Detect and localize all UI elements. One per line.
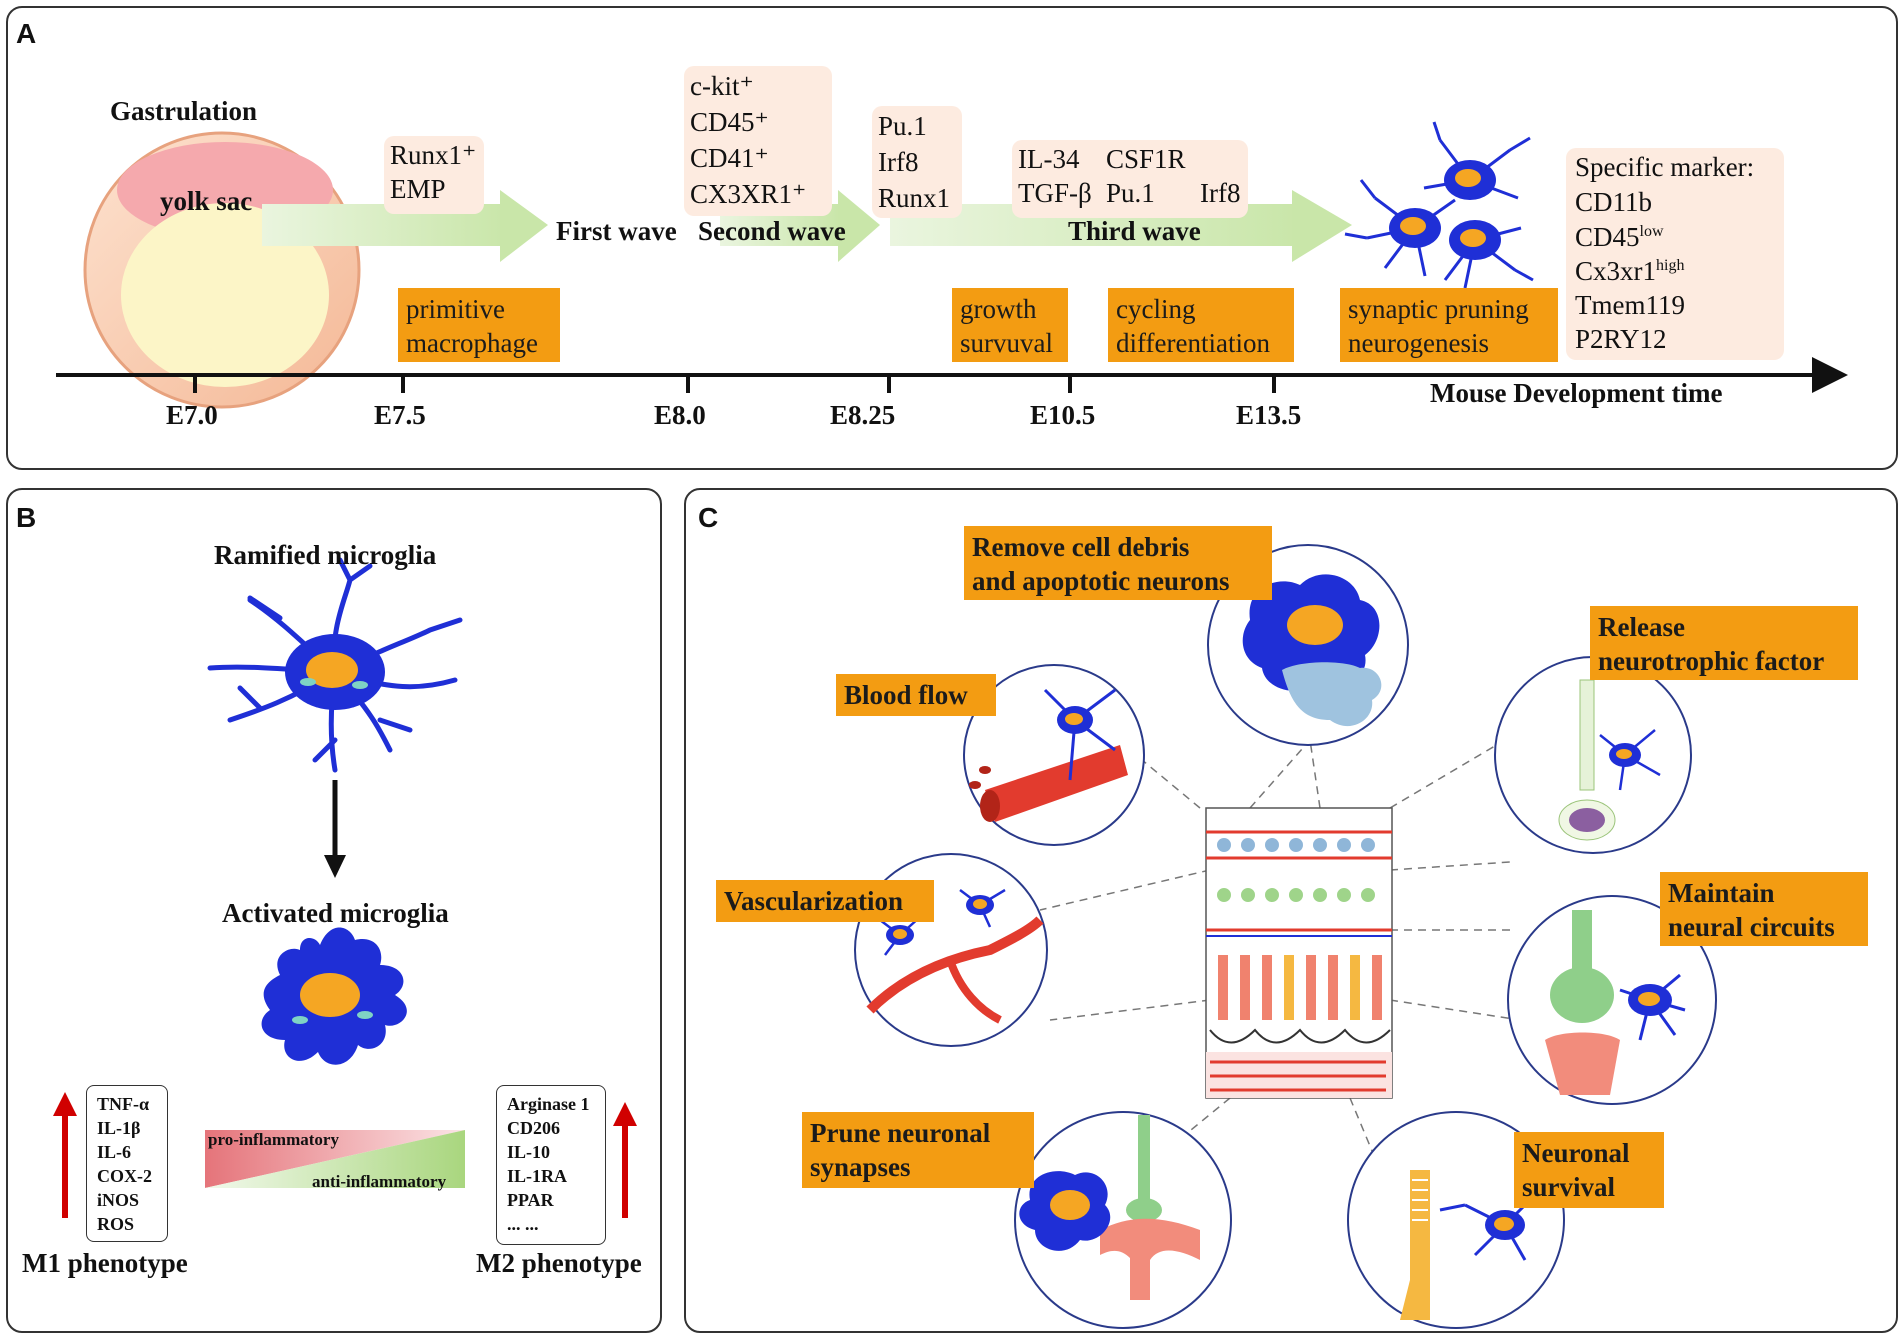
marker-cd41: CD41⁺: [690, 143, 769, 173]
marker-runx1-b: Runx1: [878, 183, 951, 213]
marker-csf1r: CSF1R: [1106, 144, 1186, 174]
panel-label-b: B: [16, 502, 37, 533]
growth-text: growth: [960, 294, 1037, 324]
cytokine-il1ra: IL-1RA: [507, 1166, 568, 1186]
tick-e105: E10.5: [1030, 400, 1096, 430]
survival-line2: survival: [1522, 1172, 1616, 1202]
cycling-text: cycling: [1116, 294, 1196, 324]
marker-box-3: Pu.1 Irf8 Runx1: [872, 106, 962, 218]
differentiation-text: differentiation: [1116, 328, 1270, 358]
marker-box-1: Runx1⁺ EMP: [384, 136, 484, 214]
marker-irf8-b: Irf8: [1200, 178, 1241, 208]
cytokine-cd206: CD206: [507, 1118, 560, 1138]
specific-marker-tmem119: Tmem119: [1575, 290, 1685, 320]
tick-e80: E8.0: [654, 400, 706, 430]
panel-label-c: C: [698, 502, 719, 533]
gastrulation-label: Gastrulation: [110, 96, 258, 126]
label-prune-synapses: Prune neuronal synapses: [802, 1112, 1034, 1188]
label-neuronal-survival: Neuronal survival: [1514, 1132, 1664, 1208]
release-line2: neurotrophic factor: [1598, 646, 1825, 676]
microglia-cluster-icon: [1344, 121, 1534, 289]
survival-text: survuval: [960, 328, 1053, 358]
cytokine-arginase: Arginase 1: [507, 1094, 590, 1114]
tick-e70: E7.0: [166, 400, 218, 430]
marker-runx1: Runx1⁺: [390, 140, 477, 170]
macrophage-text: macrophage: [406, 328, 538, 358]
marker-box-2: c-kit⁺ CD45⁺ CD41⁺ CX3XR1⁺: [684, 66, 832, 216]
maintain-line1: Maintain: [1668, 878, 1775, 908]
m2-cytokine-box: Arginase 1 CD206 IL-10 IL-1RA PPAR ... .…: [496, 1085, 606, 1245]
cx3xr1-text: Cx3xr1: [1575, 256, 1656, 286]
label-vascularization: Vascularization: [716, 880, 934, 922]
specific-marker-title: Specific marker:: [1575, 152, 1755, 182]
specific-marker-cd11b: CD11b: [1575, 187, 1653, 217]
yolk-sac-illustration: [83, 131, 361, 409]
orange-box-growth-survival: growth survuval: [952, 288, 1068, 362]
second-wave-label: Second wave: [698, 216, 846, 246]
panel-label-a: A: [16, 18, 37, 49]
neurogenesis-text: neurogenesis: [1348, 328, 1489, 358]
activated-microglia-label: Activated microglia: [222, 898, 449, 928]
cytokine-ppar: PPAR: [507, 1190, 554, 1210]
marker-irf8: Irf8: [878, 147, 919, 177]
remove-debris-line1: Remove cell debris: [972, 532, 1190, 562]
ramified-microglia-label: Ramified microglia: [214, 540, 437, 570]
label-release-neurotrophic: Release neurotrophic factor: [1590, 606, 1858, 680]
cytokine-cox2: COX-2: [97, 1166, 152, 1186]
marker-pu1-b: Pu.1: [1106, 178, 1155, 208]
marker-emp: EMP: [390, 174, 446, 204]
label-maintain-circuits: Maintain neural circuits: [1660, 872, 1868, 946]
specific-marker-box: [1566, 148, 1784, 360]
cytokine-il1b: IL-1β: [97, 1118, 141, 1138]
tick-e75: E7.5: [374, 400, 426, 430]
third-wave-label: Third wave: [1068, 216, 1201, 246]
marker-ckit: c-kit⁺: [690, 71, 754, 101]
marker-box-4: [1012, 140, 1248, 218]
cytokine-tnfa: TNF-α: [97, 1094, 150, 1114]
synaptic-pruning-text: synaptic pruning: [1348, 294, 1529, 324]
cytokine-il6: IL-6: [97, 1142, 132, 1162]
survival-line1: Neuronal: [1522, 1138, 1630, 1168]
m1-cytokine-box: TNF-α IL-1β IL-6 COX-2 iNOS ROS: [86, 1085, 168, 1242]
first-wave-label: First wave: [556, 216, 677, 246]
marker-il34: IL-34: [1018, 144, 1080, 174]
specific-marker-cd45: CD45low: [1575, 222, 1664, 253]
marker-cd45: CD45⁺: [690, 107, 769, 137]
cx3xr1-sup: high: [1656, 257, 1685, 274]
cytokine-inos: iNOS: [97, 1190, 140, 1210]
yolk-sac-label: yolk sac: [160, 186, 253, 216]
prune-line2: synapses: [810, 1152, 911, 1182]
blood-flow-text: Blood flow: [844, 680, 968, 710]
maintain-line2: neural circuits: [1668, 912, 1835, 942]
cytokine-il10: IL-10: [507, 1142, 551, 1162]
m2-phenotype-label: M2 phenotype: [476, 1248, 642, 1278]
cytokine-ros: ROS: [97, 1214, 135, 1234]
cd45-text: CD45: [1575, 222, 1640, 252]
marker-tgfb: TGF-β: [1018, 178, 1092, 208]
pro-inflammatory-label: pro-inflammatory: [208, 1130, 339, 1149]
tick-e135: E13.5: [1236, 400, 1302, 430]
label-remove-debris: Remove cell debris and apoptotic neurons: [964, 526, 1272, 600]
tick-e825: E8.25: [830, 400, 896, 430]
m1-phenotype-label: M1 phenotype: [22, 1248, 188, 1278]
orange-box-cycling-differentiation: cycling differentiation: [1108, 288, 1294, 362]
release-line1: Release: [1598, 612, 1685, 642]
marker-pu1: Pu.1: [878, 111, 927, 141]
marker-cx3xr1: CX3XR1⁺: [690, 179, 807, 209]
cytokine-ellipsis: ... ...: [507, 1214, 539, 1234]
primitive-text: primitive: [406, 294, 505, 324]
label-blood-flow: Blood flow: [836, 674, 996, 716]
cd45-sup: low: [1639, 223, 1664, 240]
remove-debris-line2: and apoptotic neurons: [972, 566, 1230, 596]
prune-line1: Prune neuronal: [810, 1118, 991, 1148]
axis-title: Mouse Development time: [1430, 378, 1723, 408]
orange-box-primitive-macrophage: primitive macrophage: [398, 288, 560, 362]
vascularization-text: Vascularization: [724, 886, 904, 916]
specific-marker-p2ry12: P2RY12: [1575, 324, 1667, 354]
specific-marker-cx3xr1: Cx3xr1high: [1575, 256, 1684, 287]
microglia-cells: [1389, 160, 1501, 260]
anti-inflammatory-label: anti-inflammatory: [312, 1172, 447, 1191]
orange-box-synaptic-pruning: synaptic pruning neurogenesis: [1340, 288, 1558, 362]
